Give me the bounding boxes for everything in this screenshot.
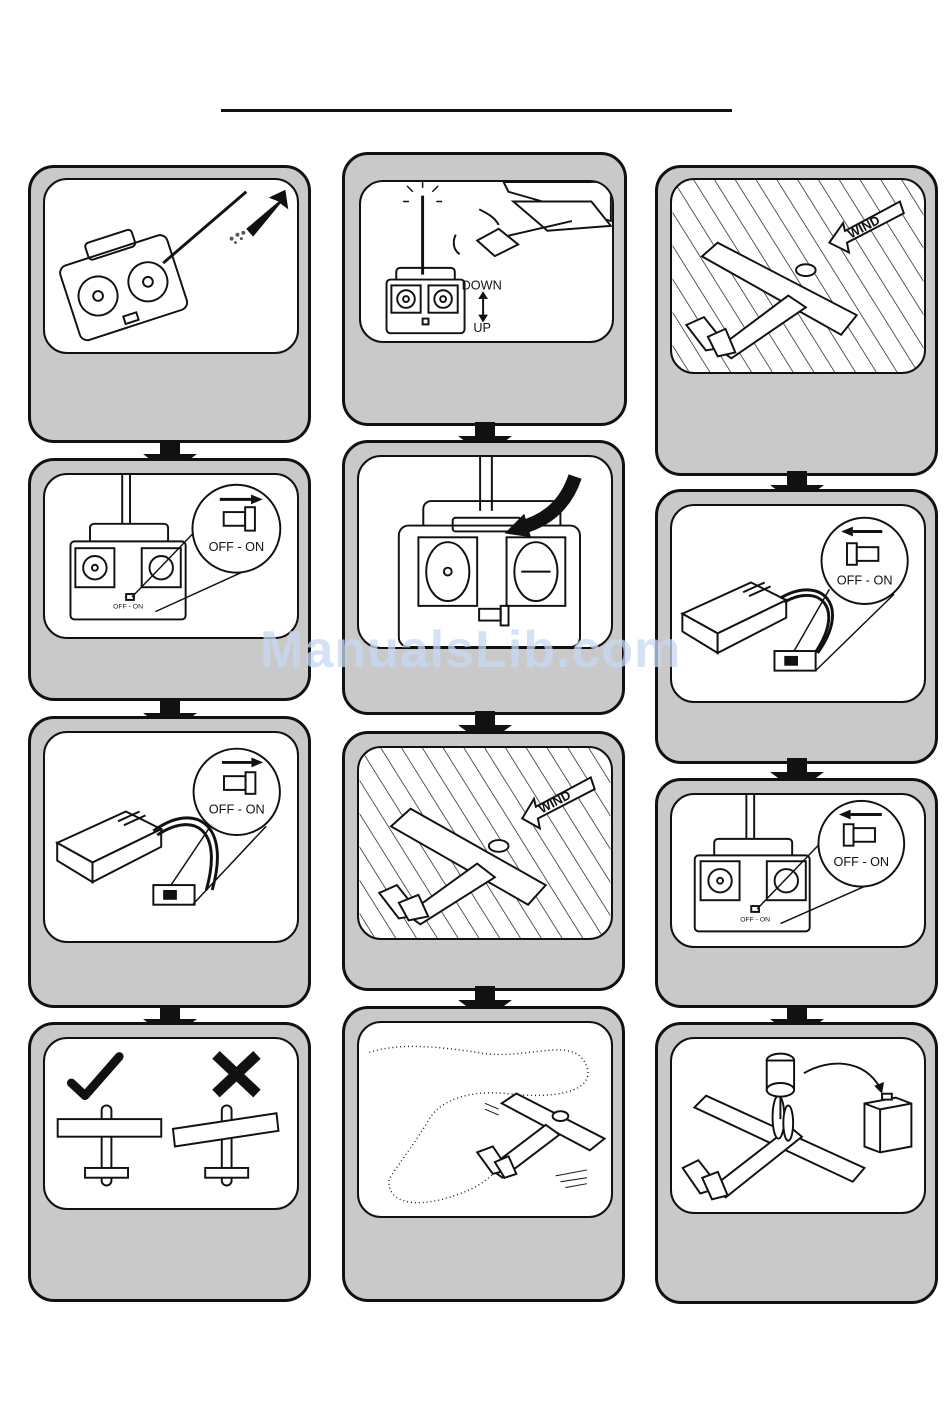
off-on-label: OFF - ON (209, 540, 265, 554)
step-illustration-1 (43, 178, 299, 354)
step-illustration-12 (670, 1037, 926, 1214)
step-panel-6: OFF - ON (655, 489, 938, 764)
off-on-small-label: OFF - ON (113, 604, 143, 611)
transmitter-icon (70, 475, 185, 619)
step-illustration-9: OFF - ON OFF - ON (670, 793, 926, 948)
step-illustration-4: OFF - ON OFF - ON (43, 473, 299, 639)
off-on-label: OFF - ON (834, 855, 890, 869)
down-label: DOWN (462, 278, 502, 292)
off-on-small-label: OFF - ON (740, 917, 770, 924)
step-panel-3: WIND (655, 165, 938, 476)
airplane-tail-icon (477, 182, 611, 256)
step-panel-12 (655, 1022, 938, 1304)
transmitter-icon (387, 268, 465, 333)
switch-detail-circle (192, 485, 280, 573)
step-illustration-8: WIND (357, 746, 613, 940)
propeller-icon (773, 1096, 794, 1141)
tilted-plane-icon (173, 1105, 279, 1185)
step-panel-11 (342, 1006, 625, 1302)
step-illustration-10 (43, 1037, 299, 1210)
receiver-icon (57, 811, 161, 882)
airplane-icon (477, 1094, 604, 1178)
up-label: UP (473, 321, 491, 335)
battery-icon (864, 1094, 911, 1153)
transmitter-icon (695, 795, 810, 931)
transmitter-antenna-drawing (45, 180, 297, 352)
transmitter-icon (399, 457, 580, 647)
step-panel-10 (28, 1022, 311, 1302)
title-rule (221, 109, 732, 112)
step-panel-9: OFF - ON OFF - ON (655, 778, 938, 1008)
arrow-icon (874, 1082, 884, 1094)
up-arrow-icon (478, 291, 488, 299)
step-illustration-6: OFF - ON (670, 504, 926, 703)
off-on-label: OFF - ON (837, 572, 893, 587)
step-illustration-3: WIND (670, 178, 926, 374)
step-panel-1 (28, 165, 311, 443)
step-panel-2: DOWN UP (342, 152, 627, 426)
step-panel-8: WIND (342, 731, 625, 991)
step-illustration-11 (357, 1021, 613, 1218)
level-plane-icon (58, 1105, 162, 1185)
watermark: ManualsLib.com (260, 620, 681, 680)
step-panel-7: OFF - ON (28, 716, 311, 1008)
cross-icon (220, 1059, 253, 1090)
receiver-icon (682, 582, 786, 653)
check-icon (71, 1057, 119, 1096)
off-on-label: OFF - ON (209, 801, 265, 816)
step-illustration-7: OFF - ON (43, 731, 299, 943)
step-illustration-2: DOWN UP (359, 180, 614, 343)
